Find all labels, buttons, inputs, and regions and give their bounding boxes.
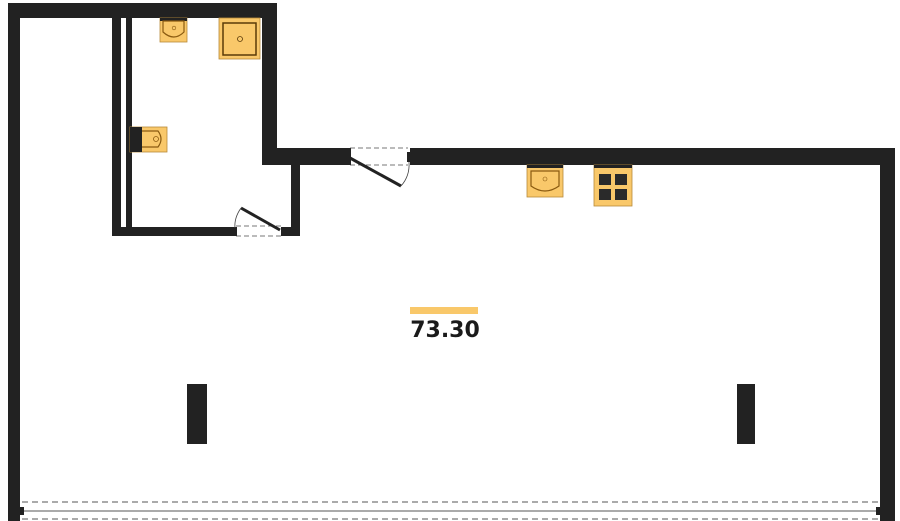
wall-middle-left (262, 148, 348, 165)
wall-upper-right (262, 3, 277, 165)
wall-right-outer (880, 148, 895, 521)
window-bottom (18, 501, 882, 520)
walls (8, 3, 895, 521)
area-marker-bar (410, 307, 478, 314)
wall-bath-bottom (112, 227, 234, 236)
column-left (187, 384, 207, 444)
kitchen-sink-icon (526, 164, 564, 198)
room-area-label: 73.30 (410, 318, 480, 343)
wall-bath-left (112, 15, 121, 236)
wall-bath-left-thin (126, 15, 132, 230)
shower-tray-icon (218, 17, 261, 60)
toilet-icon (129, 126, 168, 153)
wall-top (8, 3, 277, 18)
stove-icon (593, 164, 633, 207)
door-entrance[interactable] (346, 147, 411, 188)
door-bathroom[interactable] (232, 206, 286, 237)
wall-bath-right (291, 160, 300, 236)
wall-middle-right (410, 148, 895, 165)
wall-left-outer (8, 3, 20, 521)
bathroom-sink-icon (159, 17, 188, 43)
column-right (737, 384, 755, 444)
